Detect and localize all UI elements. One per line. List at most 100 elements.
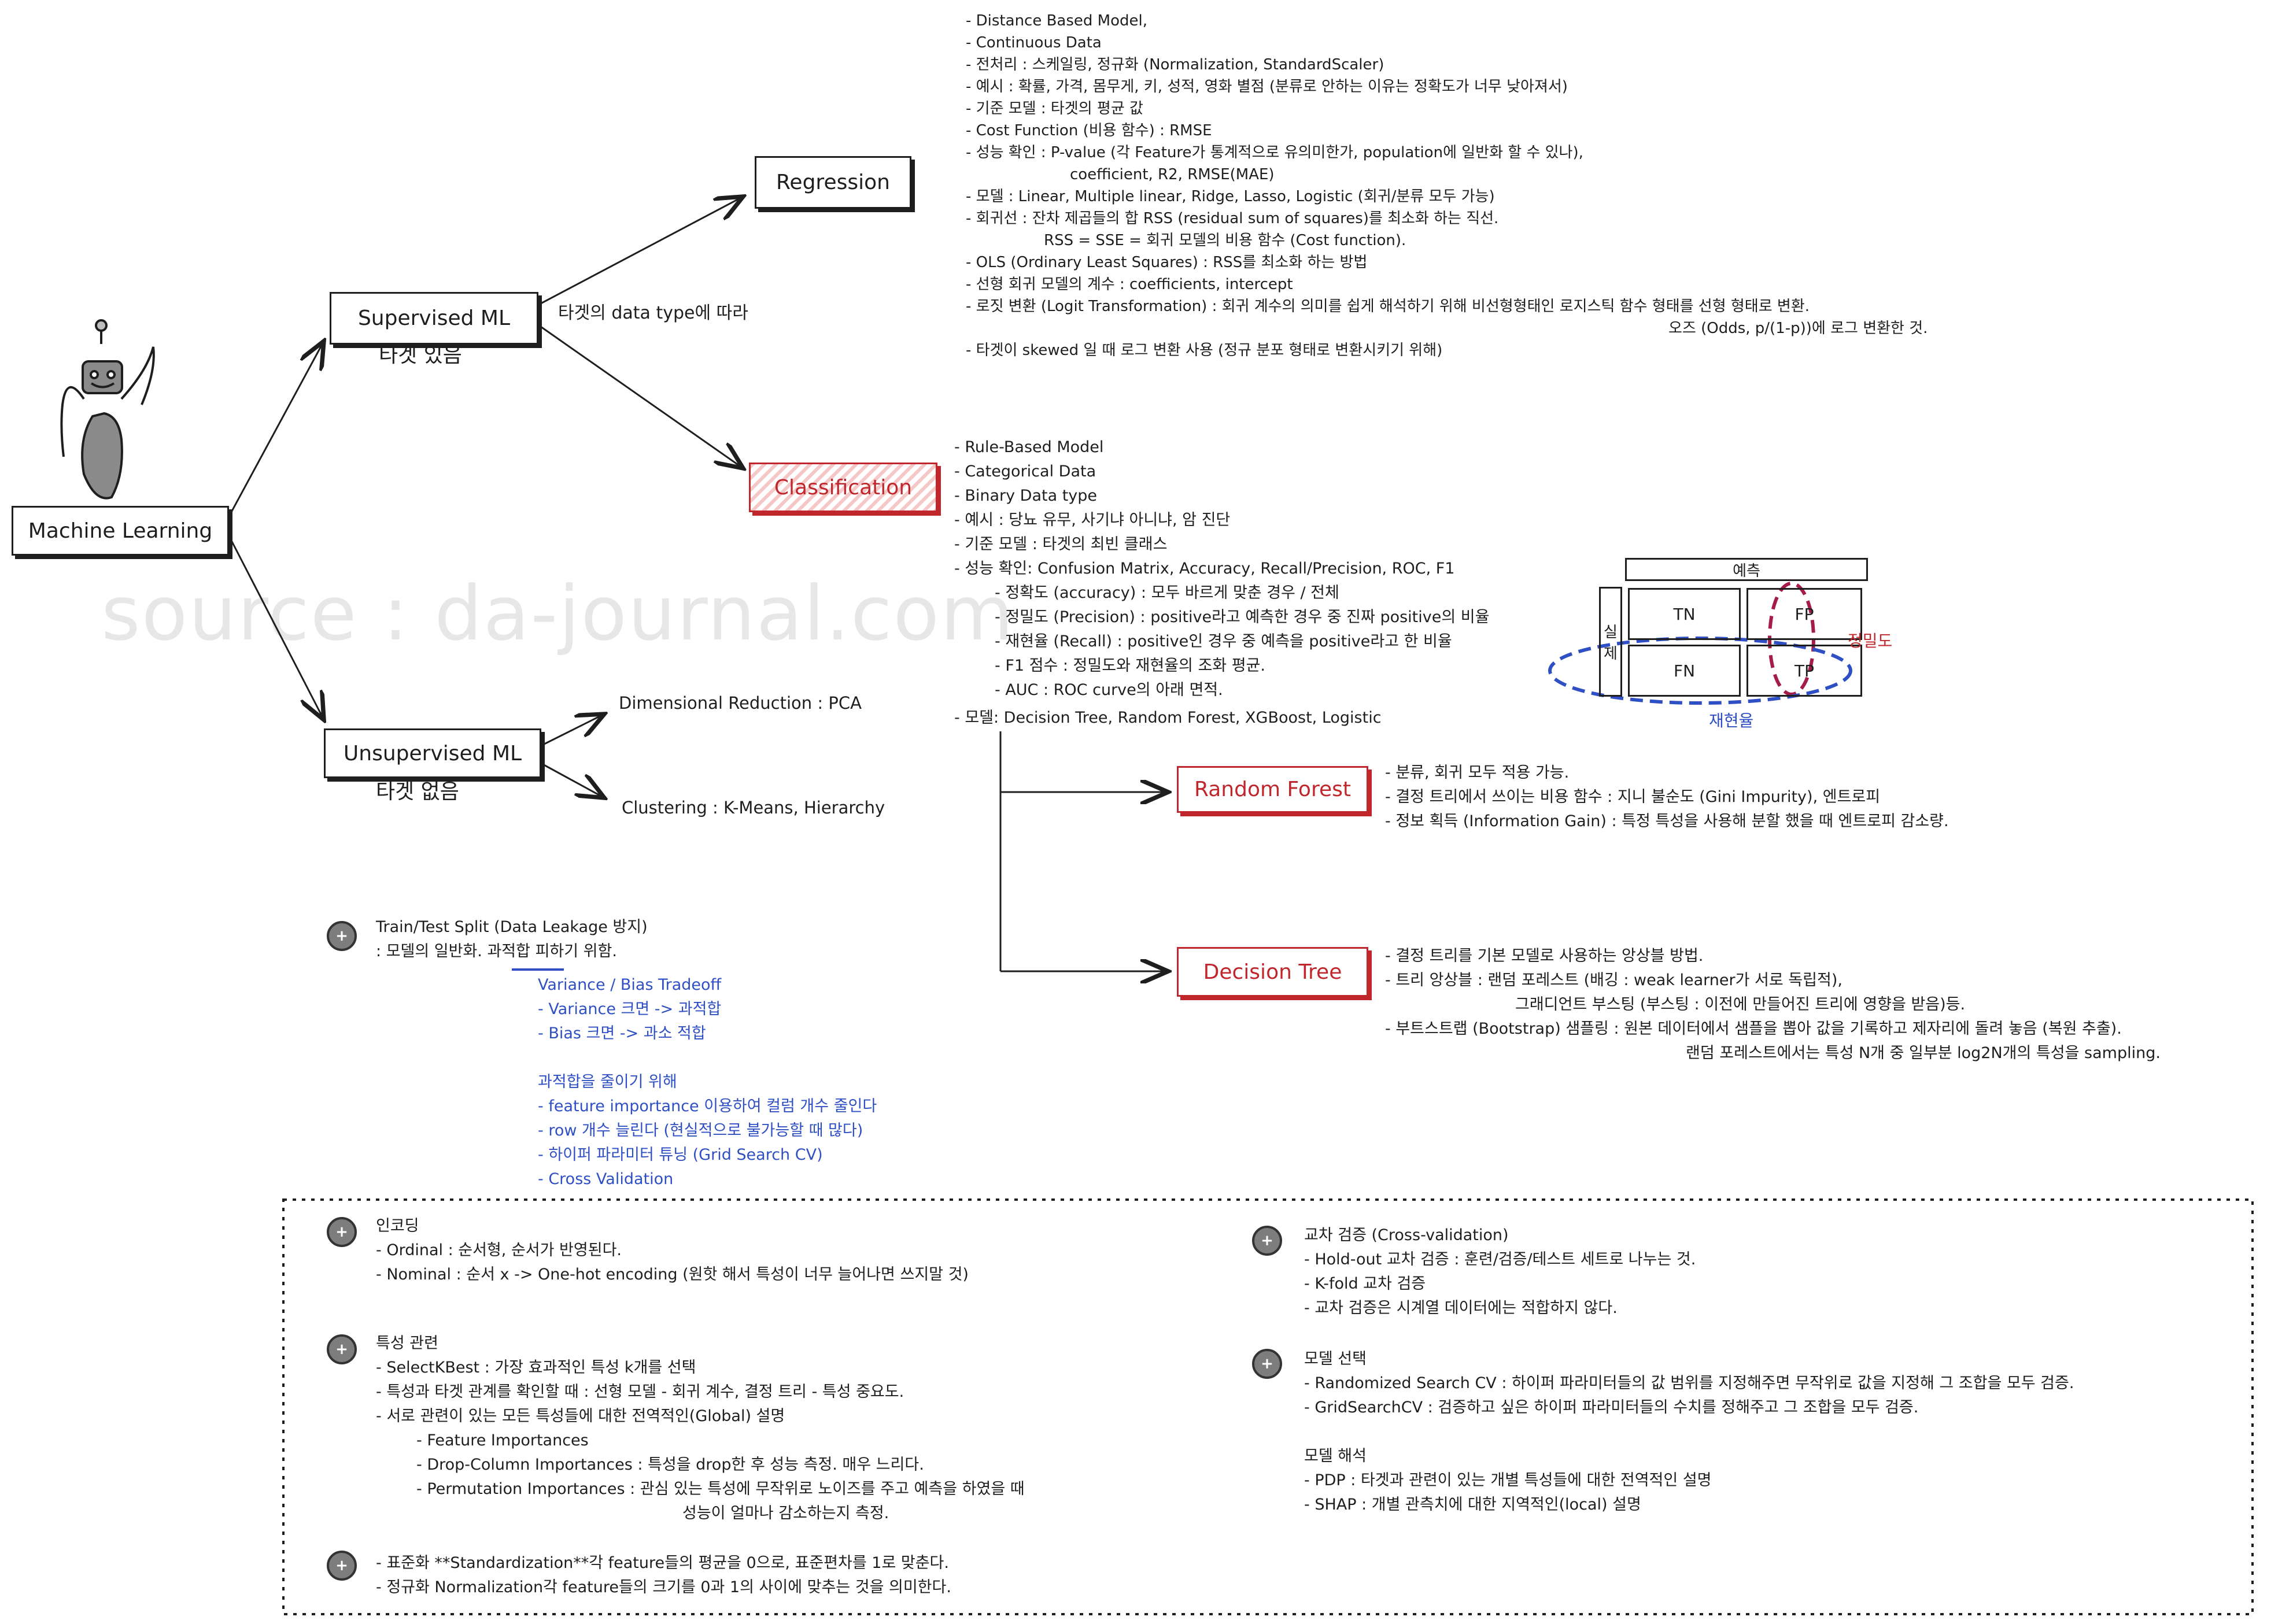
- regression-note: - Continuous Data: [966, 34, 1102, 51]
- cm-cell-fp: FP: [1746, 588, 1862, 640]
- cm-cell-tn: TN: [1628, 588, 1741, 640]
- supervised-ml-label: Supervised ML: [357, 306, 511, 330]
- train-test-title: Train/Test Split (Data Leakage 방지): [376, 918, 648, 936]
- cross-validation-note: - 교차 검증은 시계열 데이터에는 적합하지 않다.: [1304, 1299, 1618, 1317]
- gear-icon: +: [1252, 1226, 1282, 1256]
- feature-note: - Feature Importances: [416, 1431, 589, 1449]
- variance-bias-note: - 하이퍼 파라미터 튜닝 (Grid Search CV): [538, 1146, 823, 1164]
- regression-note: - 모델 : Linear, Multiple linear, Ridge, L…: [966, 188, 1495, 205]
- decision-tree-note: 랜덤 포레스트에서는 특성 N개 중 일부분 log2N개의 특성을 sampl…: [1686, 1044, 2161, 1062]
- machine-learning-label: Machine Learning: [28, 519, 213, 543]
- classification-note: - F1 점수 : 정밀도와 재현율의 조화 평균.: [995, 657, 1265, 675]
- variance-bias-note: - Bias 크면 -> 과소 적합: [538, 1024, 706, 1042]
- gear-icon: +: [327, 1217, 357, 1247]
- regression-note: 오즈 (Odds, p/(1-p))에 로그 변환한 것.: [1668, 320, 1928, 337]
- model-selection-note: - GridSearchCV : 검증하고 싶은 하이퍼 파라미터들의 수치를 …: [1304, 1399, 1919, 1416]
- decision-tree-node[interactable]: Decision Tree: [1177, 947, 1368, 997]
- classification-note: - 정확도 (accuracy) : 모두 바르게 맞춘 경우 / 전체: [995, 584, 1339, 602]
- cm-side-char: 실: [1604, 624, 1618, 641]
- notes-frame: [282, 1198, 2254, 1615]
- edge-unsupervised-clustering: [540, 762, 604, 798]
- classification-note: - 기준 모델 : 타겟의 최빈 클래스: [954, 535, 1168, 553]
- model-selection-note: 모델 해석: [1304, 1447, 1367, 1465]
- edge-unsupervised-pca: [540, 714, 604, 747]
- regression-note: - 성능 확인 : P-value (각 Feature가 통계적으로 유의미한…: [966, 144, 1583, 161]
- cross-validation-note: - K-fold 교차 검증: [1304, 1275, 1426, 1293]
- classification-label: Classification: [774, 475, 913, 500]
- regression-note: RSS = SSE = 회귀 모델의 비용 함수 (Cost function)…: [1044, 232, 1406, 249]
- random-forest-note: - 결정 트리에서 쓰이는 비용 함수 : 지니 불순도 (Gini Impur…: [1385, 788, 1881, 806]
- regression-note: - 예시 : 확률, 가격, 몸무게, 키, 성적, 영화 별점 (분류로 안하…: [966, 78, 1568, 95]
- cross-validation-note: - Hold-out 교차 검증 : 훈련/검증/테스트 세트로 나누는 것.: [1304, 1251, 1696, 1268]
- supervised-ml-node[interactable]: Supervised ML: [330, 292, 538, 345]
- precision-label: 정밀도: [1848, 631, 1893, 650]
- cm-side-actual: 실 제: [1599, 587, 1622, 697]
- edge-ml-unsupervised: [227, 534, 324, 720]
- supervised-sub-label: 타겟 있음: [379, 343, 462, 367]
- regression-note: coefficient, R2, RMSE(MAE): [1070, 166, 1275, 183]
- gear-icon: +: [327, 1334, 357, 1364]
- scaling-note: - 표준화 **Standardization**각 feature들의 평균을…: [376, 1554, 949, 1572]
- model-selection-note: - Randomized Search CV : 하이퍼 파라미터들의 값 범위…: [1304, 1374, 2074, 1392]
- decision-tree-note: 그래디언트 부스팅 (부스팅 : 이전에 만들어진 트리에 영향을 받음)등.: [1515, 996, 1966, 1013]
- regression-note: - 기준 모델 : 타겟의 평균 값: [966, 100, 1143, 117]
- variance-bias-note: Variance / Bias Tradeoff: [538, 976, 722, 994]
- encoding-note: - Ordinal : 순서형, 순서가 반영된다.: [376, 1241, 622, 1259]
- model-selection-note: - PDP : 타겟과 관련이 있는 개별 특성들에 대한 전역적인 설명: [1304, 1471, 1712, 1489]
- variance-bias-note: - row 개수 늘린다 (현실적으로 불가능할 때 많다): [538, 1122, 863, 1140]
- classification-note: - 정밀도 (Precision) : positive라고 예측한 경우 중 …: [995, 608, 1490, 626]
- confusion-matrix: 예측 실 제 TN FP FN TP: [1599, 558, 1868, 702]
- unsupervised-item-clustering: Clustering : K-Means, Hierarchy: [622, 798, 885, 817]
- scaling-note: - 정규화 Normalization각 feature들의 크기를 0과 1의…: [376, 1578, 951, 1596]
- classification-note: - 성능 확인: Confusion Matrix, Accuracy, Rec…: [954, 560, 1455, 578]
- decision-tree-note: - 트리 앙상블 : 랜덤 포레스트 (배깅 : weak learner가 서…: [1385, 971, 1842, 989]
- gear-icon: +: [1252, 1349, 1282, 1379]
- feature-note: - 서로 관련이 있는 모든 특성들에 대한 전역적인(Global) 설명: [376, 1407, 785, 1425]
- feature-note: - 특성과 타겟 관계를 확인할 때 : 선형 모델 - 회귀 계수, 결정 트…: [376, 1383, 904, 1401]
- machine-learning-node[interactable]: Machine Learning: [12, 506, 229, 556]
- decision-tree-note: - 결정 트리를 기본 모델로 사용하는 앙상블 방법.: [1385, 947, 1704, 965]
- cm-cell-tp: TP: [1746, 645, 1862, 697]
- random-forest-note: - 정보 획득 (Information Gain) : 특정 특성을 사용해 …: [1385, 812, 1949, 830]
- unsupervised-ml-label: Unsupervised ML: [343, 741, 522, 765]
- unsupervised-sub-label: 타겟 없음: [376, 780, 459, 804]
- cm-header-predicted: 예측: [1625, 558, 1868, 581]
- decision-tree-note: - 부트스트랩 (Bootstrap) 샘플링 : 원본 데이터에서 샘플을 뽑…: [1385, 1020, 2122, 1038]
- unsupervised-item-pca: Dimensional Reduction : PCA: [619, 693, 862, 713]
- regression-note: - Distance Based Model,: [966, 12, 1148, 29]
- feature-note: - Drop-Column Importances : 특성을 drop한 후 …: [416, 1456, 924, 1474]
- feature-note: 특성 관련: [376, 1334, 438, 1352]
- unsupervised-ml-node[interactable]: Unsupervised ML: [324, 728, 541, 778]
- cross-validation-note: 교차 검증 (Cross-validation): [1304, 1226, 1509, 1244]
- random-forest-label: Random Forest: [1194, 778, 1351, 801]
- classification-note: - 재현율 (Recall) : positive인 경우 중 예측을 posi…: [995, 632, 1452, 650]
- feature-note: 성능이 얼마나 감소하는지 측정.: [682, 1504, 889, 1522]
- gear-icon: +: [327, 1551, 357, 1581]
- regression-note: - 타겟이 skewed 일 때 로그 변환 사용 (정규 분포 형태로 변환시…: [966, 342, 1443, 359]
- model-selection-note: - SHAP : 개별 관측치에 대한 지역적인(local) 설명: [1304, 1496, 1641, 1514]
- classification-note: - Binary Data type: [954, 487, 1098, 505]
- regression-note: - 선형 회귀 모델의 계수 : coefficients, intercept: [966, 276, 1293, 293]
- model-selection-note: 모델 선택: [1304, 1350, 1367, 1368]
- classification-note: - 모델: Decision Tree, Random Forest, XGBo…: [954, 709, 1382, 727]
- regression-node[interactable]: Regression: [755, 156, 911, 209]
- edge-ml-supervised: [227, 341, 324, 518]
- robot-icon: [60, 319, 155, 500]
- classification-note: - Categorical Data: [954, 463, 1096, 480]
- gear-icon: +: [327, 921, 357, 951]
- edge-supervised-regression: [540, 197, 743, 305]
- edge-label-data-type: 타겟의 data type에 따라: [558, 303, 748, 323]
- regression-note: - OLS (Ordinary Least Squares) : RSS를 최소…: [966, 254, 1368, 271]
- encoding-note: - Nominal : 순서 x -> One-hot encoding (원핫…: [376, 1266, 969, 1283]
- variance-bias-note: - Cross Validation: [538, 1170, 674, 1188]
- classification-node[interactable]: Classification: [749, 463, 937, 512]
- classification-note: - AUC : ROC curve의 아래 면적.: [995, 681, 1223, 699]
- recall-label: 재현율: [1709, 711, 1754, 730]
- random-forest-node[interactable]: Random Forest: [1177, 766, 1368, 813]
- variance-bias-note: - Variance 크면 -> 과적합: [538, 1000, 722, 1018]
- variance-bias-note: 과적합을 줄이기 위해: [538, 1073, 677, 1091]
- train-test-desc-overfit: 과적합: [487, 942, 530, 960]
- regression-note: - Cost Function (비용 함수) : RMSE: [966, 122, 1212, 139]
- cm-side-char: 제: [1604, 645, 1618, 663]
